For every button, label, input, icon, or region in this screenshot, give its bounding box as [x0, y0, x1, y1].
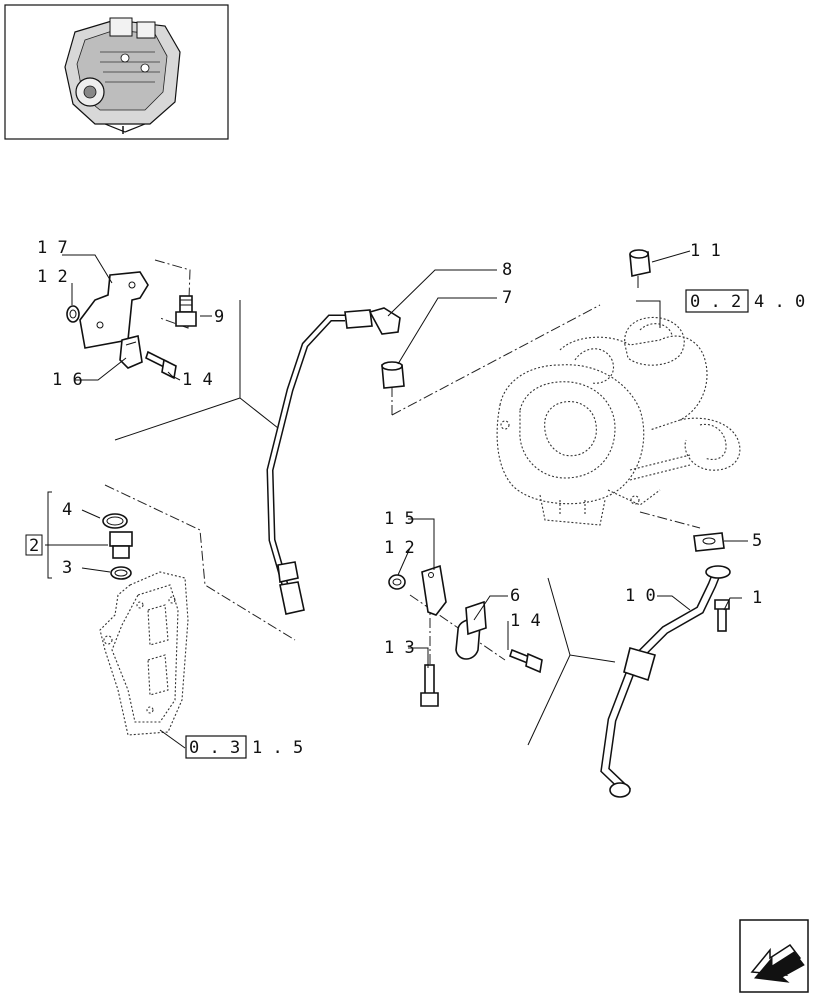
- part-6-clamp: [455, 600, 487, 660]
- callout-14-left: 1 4: [182, 370, 213, 390]
- reference-block[interactable]: 0 . 3 1 . 5: [185, 735, 303, 759]
- engine-block-outline: [99, 571, 189, 736]
- reference-block-boxed: 0 . 3: [189, 738, 240, 758]
- next-page-arrow-icon[interactable]: [739, 919, 809, 993]
- leader-lines: [45, 250, 748, 749]
- part-10-return-pipe: [600, 565, 731, 798]
- callout-13: 1 3: [384, 638, 415, 658]
- callout-3: 3: [62, 558, 72, 578]
- part-4-seal: [102, 513, 128, 529]
- callout-4: 4: [62, 500, 72, 520]
- callout-6: 6: [510, 586, 520, 606]
- reference-block-rest: 1 . 5: [252, 738, 303, 758]
- part-12-washer-right: [388, 574, 406, 590]
- part-8-oil-pipe: [266, 307, 401, 615]
- part-13-bolt: [420, 664, 439, 707]
- part-16-clip: [119, 335, 143, 369]
- reference-turbo-rest: 4 . 0: [754, 292, 805, 312]
- callout-15: 1 5: [384, 509, 415, 529]
- part-12-washer-left: [66, 305, 80, 323]
- part-7-union: [381, 361, 405, 389]
- callout-2-box: 2: [25, 534, 43, 556]
- part-15-bracket: [421, 564, 447, 616]
- callout-10: 1 0: [625, 586, 656, 606]
- alignment-lines: [104, 259, 701, 665]
- engine-thumbnail-icon: [4, 4, 229, 140]
- callout-8: 8: [502, 260, 512, 280]
- callout-17: 1 7: [37, 238, 68, 258]
- callout-1: 1: [752, 588, 762, 608]
- callout-9: 9: [214, 307, 224, 327]
- part-9-fitting: [175, 295, 197, 327]
- turbocharger-outline: [496, 316, 741, 526]
- callouts: 1 7 1 2 1 6 1 4 9 8 7 1 1 4 3 1 5 1 2 6 …: [37, 238, 762, 658]
- guide-lines: [114, 300, 616, 746]
- part-14-bolt-left: [145, 350, 177, 380]
- part-11-sensor: [629, 249, 651, 288]
- callout-14-right: 1 4: [510, 611, 541, 631]
- callout-5: 5: [752, 531, 762, 551]
- callout-11: 1 1: [690, 241, 721, 261]
- part-5-gasket: [693, 532, 725, 552]
- callout-16: 1 6: [52, 370, 83, 390]
- callout-12-left: 1 2: [37, 267, 68, 287]
- callout-7: 7: [502, 288, 512, 308]
- part-2-switch: [109, 531, 133, 559]
- part-14-bolt-right: [509, 648, 543, 674]
- reference-turbo[interactable]: 0 . 2 4 . 0: [685, 289, 805, 313]
- part-1-bolt: [714, 599, 730, 632]
- callout-2: 2: [29, 536, 39, 556]
- part-3-seal: [110, 566, 132, 580]
- reference-turbo-boxed: 0 . 2: [690, 292, 741, 312]
- callout-12-right: 1 2: [384, 538, 415, 558]
